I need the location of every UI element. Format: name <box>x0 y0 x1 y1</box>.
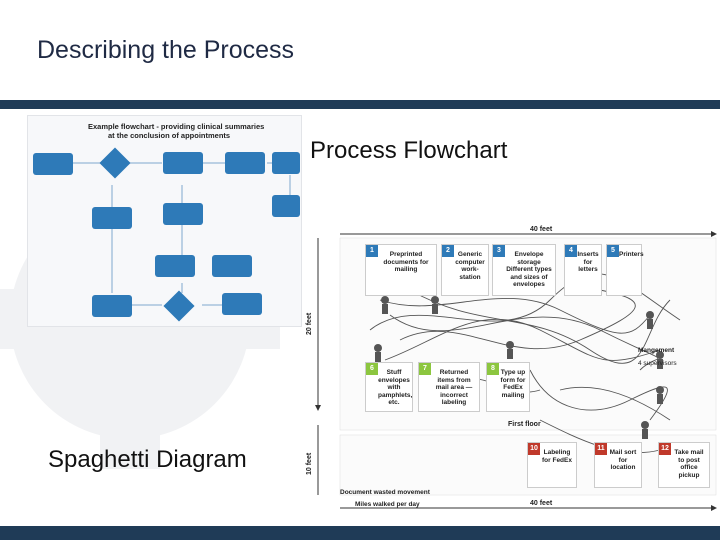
slide-title: Describing the Process <box>37 36 295 64</box>
legend-miles: Miles walked per day <box>355 501 420 508</box>
process-flowchart-label: Process Flowchart <box>310 137 508 164</box>
flowchart-title: Example flowchart - providing clinical s… <box>88 122 278 140</box>
station-number: 12 <box>659 443 671 455</box>
station-label: Mail sort for location <box>609 449 637 471</box>
flow-process-box-10 <box>92 295 132 317</box>
station-number: 2 <box>442 245 454 257</box>
supervisors-label: 4 supervisors <box>638 360 677 367</box>
width-top-label: 40 feet <box>530 226 553 233</box>
height-lower-label: 10 feet <box>306 452 313 475</box>
legend-movement: Document wasted movement <box>340 489 431 496</box>
flowchart-title-line1: Example flowchart - providing clinical s… <box>88 122 265 131</box>
header-divider-bar <box>0 100 720 109</box>
station-label: Take mail to post office pickup <box>674 449 704 479</box>
station-label: Type up form for FedEx mailing <box>500 369 526 399</box>
station-number: 8 <box>487 363 499 375</box>
station-label: Returned items from mail area — incorrec… <box>435 369 473 406</box>
flow-process-box-4 <box>272 152 300 174</box>
width-bottom-label: 40 feet <box>530 500 553 507</box>
station-number: 4 <box>565 245 577 257</box>
flow-process-box-8 <box>155 255 195 277</box>
flow-process-box-7 <box>272 195 300 217</box>
flow-start-box <box>33 153 73 175</box>
flowchart-title-line2: at the conclusion of appointments <box>108 131 231 140</box>
management-label: Mangement <box>638 347 675 354</box>
station-label: Envelope storage Different types and siz… <box>506 251 552 288</box>
first-floor-label: First floor <box>508 421 541 428</box>
station-number: 10 <box>528 443 540 455</box>
spaghetti-diagram-label: Spaghetti Diagram <box>48 446 247 473</box>
station-label: Generic computer work-station <box>455 251 485 281</box>
station-number: 5 <box>607 245 619 257</box>
height-main-label: 20 feet <box>306 312 313 335</box>
station-number: 3 <box>493 245 505 257</box>
footer-bar <box>0 526 720 540</box>
station-label: Labeling for FedEx <box>542 449 572 464</box>
station-number: 6 <box>366 363 378 375</box>
station-number: 7 <box>419 363 431 375</box>
flow-process-box-11 <box>222 293 262 315</box>
station-label: Preprinted documents for mailing <box>383 251 429 273</box>
flow-process-box-3 <box>225 152 265 174</box>
station-number: 1 <box>366 245 378 257</box>
station-label: Printers <box>619 251 644 258</box>
station-label: Inserts for letters <box>577 251 599 273</box>
flow-process-box-9 <box>212 255 252 277</box>
station-number: 11 <box>595 443 607 455</box>
station-label: Stuff envelopes with pamphlets, etc. <box>378 369 413 406</box>
flow-process-box-5 <box>92 207 132 229</box>
flow-process-box-2 <box>163 152 203 174</box>
flow-process-box-6 <box>163 203 203 225</box>
